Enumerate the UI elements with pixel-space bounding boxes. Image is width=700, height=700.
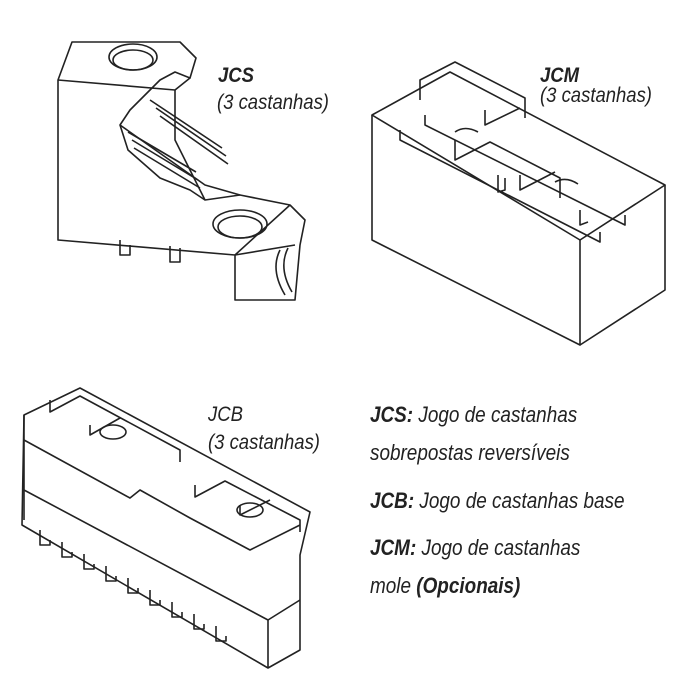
legend-code: JCS: (370, 402, 414, 427)
legend-jcs-line1: JCS: Jogo de castanhas (370, 402, 577, 428)
jcs-label-qty: (3 castanhas) (217, 91, 329, 114)
legend-text: mole (370, 573, 412, 598)
legend-jcs-line2: sobrepostas reversíveis (370, 440, 570, 465)
jcb-label-qty: (3 castanhas) (208, 431, 320, 454)
jcm-label-qty: (3 castanhas) (540, 84, 652, 107)
jcm-label-code: JCM (540, 64, 580, 87)
legend-text: Jogo de castanhas (418, 402, 578, 427)
legend-jcm-line1: JCM: Jogo de castanhas (370, 535, 580, 561)
jcs-jaw-drawing (57, 41, 306, 301)
legend-jcb: JCB: Jogo de castanhas base (370, 488, 625, 514)
legend-jcm-line2: mole (Opcionais) (370, 573, 520, 599)
legend-text: Jogo de castanhas (421, 535, 581, 560)
jcm-jaw-drawing (371, 61, 666, 346)
jcb-jaw-drawing (21, 387, 311, 669)
legend-code: JCB: (370, 488, 415, 513)
jcb-label-code: JCB (208, 403, 243, 426)
jcs-label-code: JCS (218, 64, 254, 87)
legend-text: Jogo de castanhas base (419, 488, 625, 513)
legend-code: JCM: (370, 535, 417, 560)
legend-optional-note: (Opcionais) (416, 573, 521, 598)
